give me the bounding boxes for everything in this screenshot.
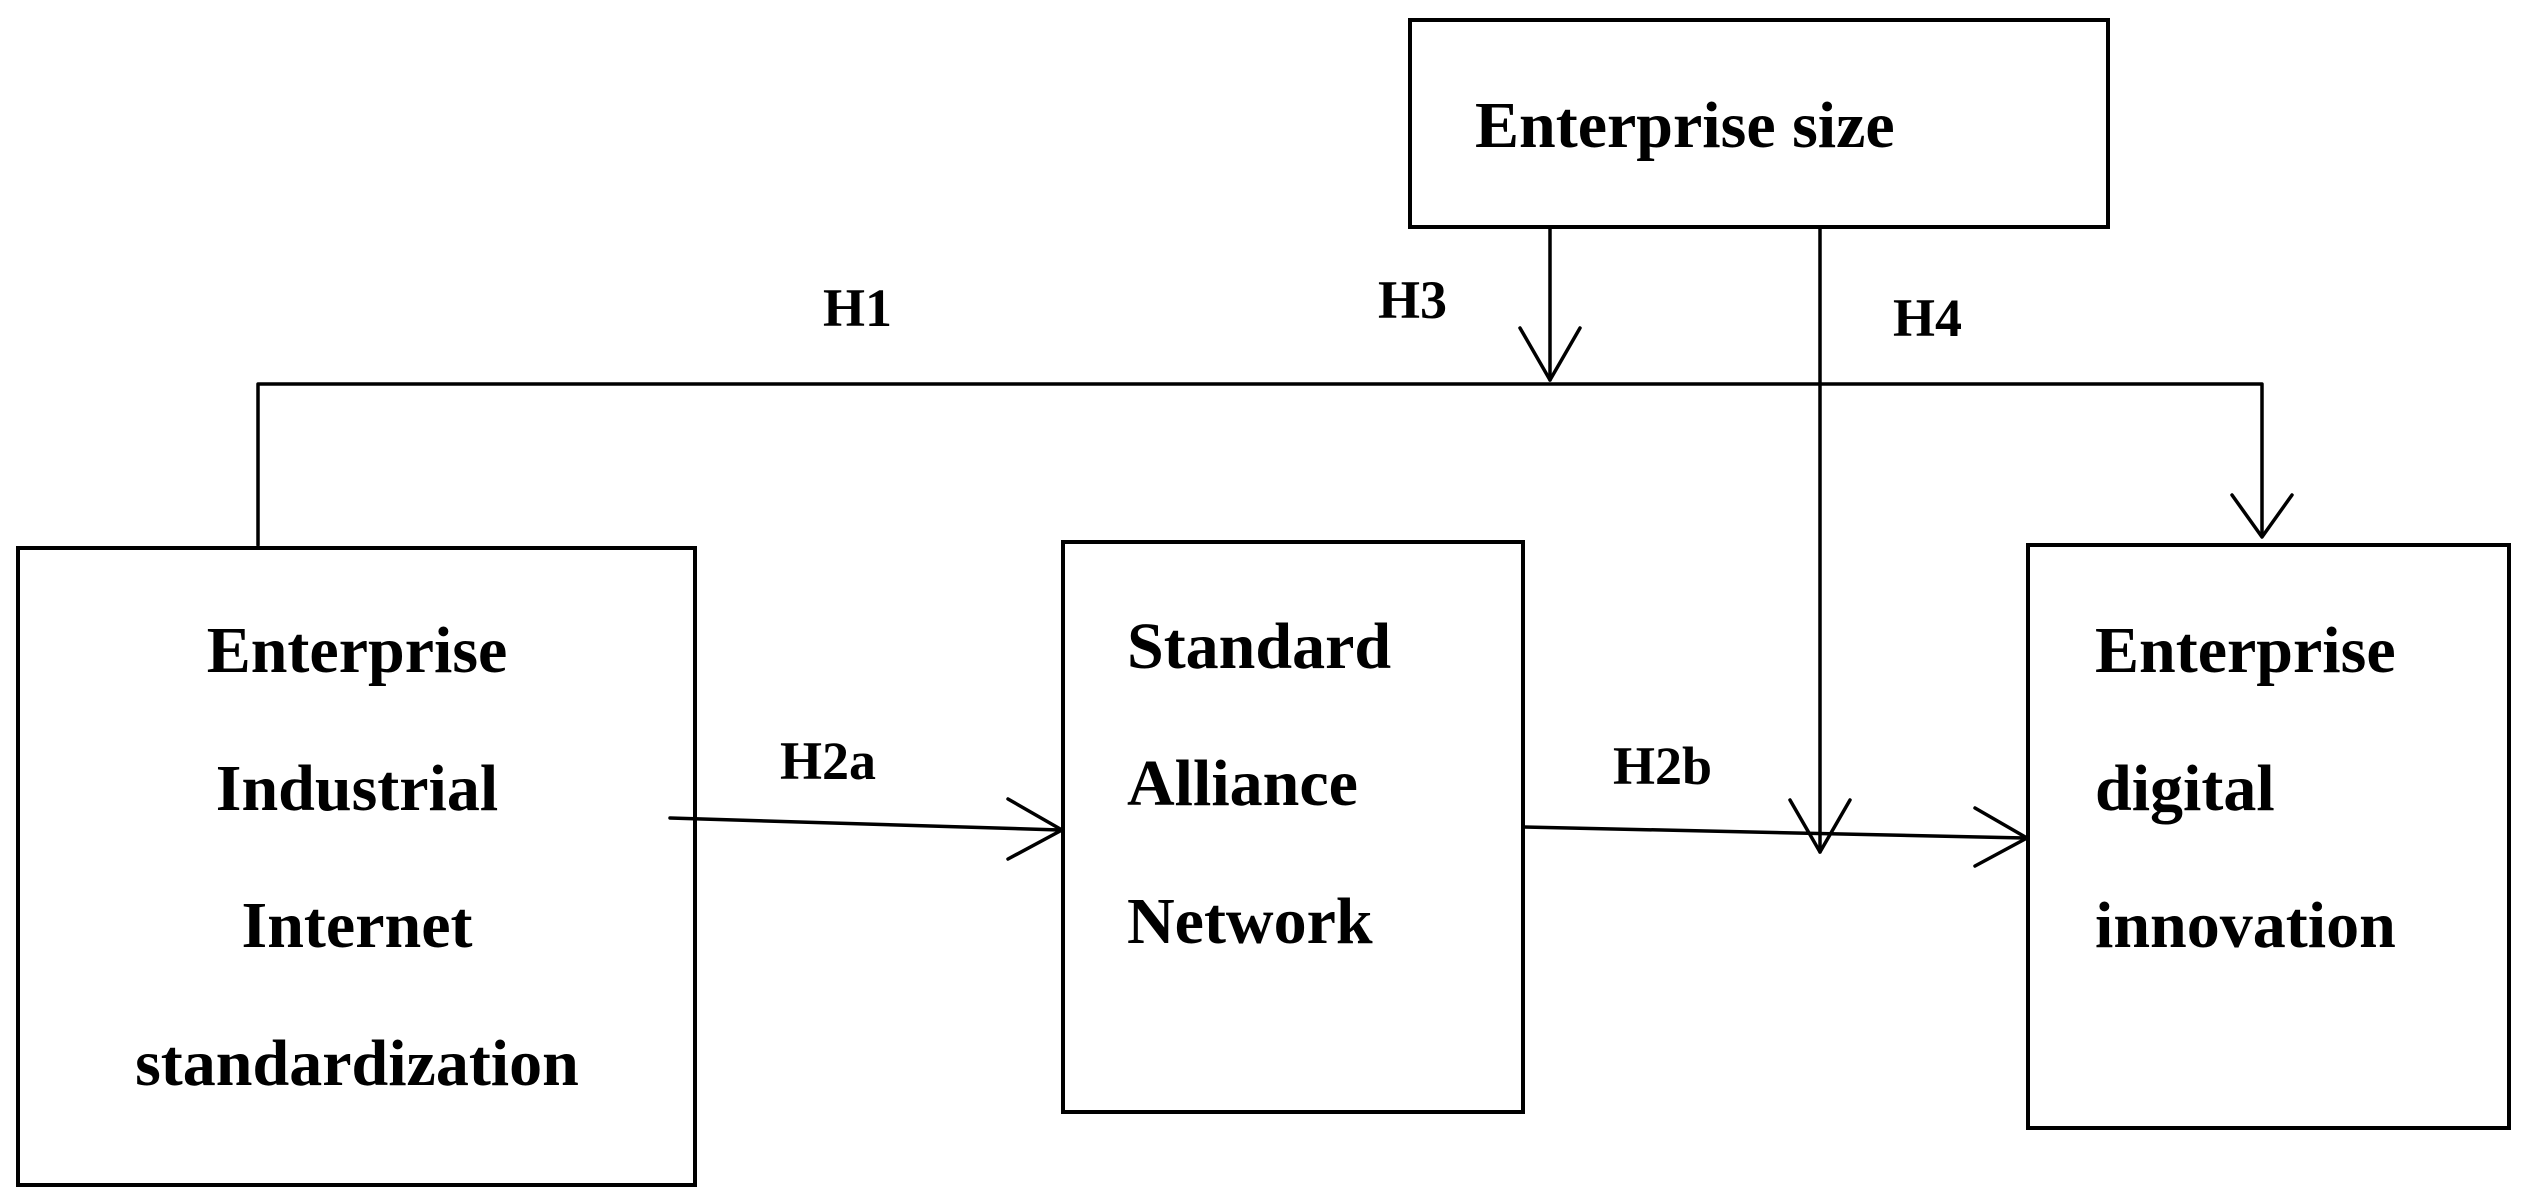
mediator-line-3: Network [1127, 885, 1373, 958]
dependent-line-1: Enterprise [2095, 614, 2396, 687]
mediator-line-2: Alliance [1127, 747, 1358, 820]
h2b-arrowhead [1973, 806, 2029, 868]
enterprise-size-box: Enterprise size [1408, 18, 2110, 229]
mediator-line-1: Standard [1127, 610, 1391, 683]
independent-line-1: Enterprise [207, 614, 508, 687]
enterprise-digital-innovation-box: Enterprise digital innovation [2026, 543, 2511, 1130]
h2b-label: H2b [1613, 736, 1712, 796]
h3-arrowhead [1518, 326, 1582, 382]
h1-arrowhead [2230, 493, 2294, 539]
independent-line-4: standardization [135, 1027, 579, 1100]
enterprise-size-label: Enterprise size [1475, 89, 1895, 162]
independent-line-2: Industrial [216, 752, 498, 825]
dependent-line-2: digital [2095, 752, 2275, 825]
independent-line-3: Internet [242, 889, 473, 962]
h2a-arrow [668, 816, 1062, 832]
standard-alliance-network-box: Standard Alliance Network [1061, 540, 1525, 1114]
h4-label: H4 [1893, 288, 1962, 348]
h2b-arrow [1521, 825, 2027, 840]
h1-label: H1 [823, 278, 892, 338]
h2a-arrowhead [1006, 797, 1064, 861]
h3-label: H3 [1378, 270, 1447, 330]
h1-path [256, 382, 2264, 547]
h2a-label: H2a [780, 731, 876, 791]
industrial-internet-standardization-box: Enterprise Industrial Internet standardi… [16, 546, 697, 1187]
h4-arrowhead [1788, 798, 1852, 854]
dependent-line-3: innovation [2095, 889, 2396, 962]
